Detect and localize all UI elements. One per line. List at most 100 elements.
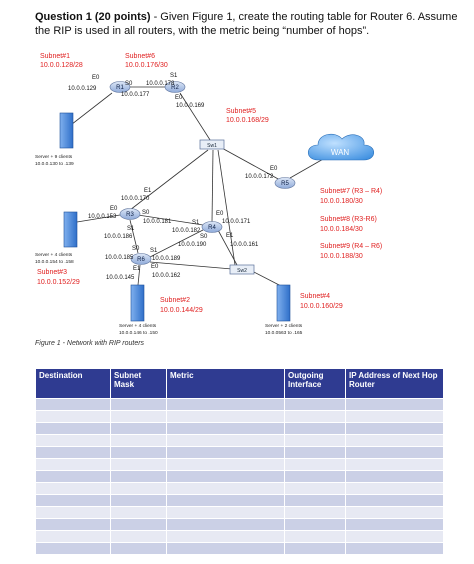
table-cell[interactable] — [166, 530, 285, 543]
link-r5-wan — [289, 157, 326, 179]
table-cell[interactable] — [35, 410, 111, 423]
link-r6-srv2 — [137, 264, 141, 286]
server-2-caption-line-2: 10.0.0.146 to .150 — [119, 330, 158, 336]
table-cell[interactable] — [110, 398, 167, 411]
r3-s1-label: S1 — [127, 226, 135, 232]
table-cell[interactable] — [345, 410, 444, 423]
table-cell[interactable] — [284, 398, 346, 411]
table-cell[interactable] — [345, 494, 444, 507]
table-cell[interactable] — [166, 458, 285, 471]
subnet-7-address: 10.0.0.180/30 — [320, 198, 363, 205]
table-cell[interactable] — [166, 410, 285, 423]
r1-e0-ip: 10.0.0.129 — [68, 86, 97, 92]
table-cell[interactable] — [110, 506, 167, 519]
table-cell[interactable] — [166, 398, 285, 411]
router-icons: R1 R2 R3 R4 R5 R6 — [109, 81, 296, 265]
subnet-3-name: Subnet#3 — [37, 269, 67, 276]
r6-e1-ip: 10.0.0.145 — [106, 275, 135, 281]
table-cell[interactable] — [110, 410, 167, 423]
r6-s1-ip: 10.0.0.189 — [152, 256, 181, 262]
table-cell[interactable] — [110, 470, 167, 483]
table-cell[interactable] — [166, 518, 285, 531]
table-cell[interactable] — [345, 506, 444, 519]
r6-e0-label: E0 — [151, 264, 159, 270]
table-cell[interactable] — [110, 518, 167, 531]
router-r3-icon — [119, 208, 141, 220]
subnet-4-address: 10.0.0.160/29 — [300, 303, 343, 310]
table-cell[interactable] — [345, 470, 444, 483]
table-cell[interactable] — [110, 482, 167, 495]
table-cell[interactable] — [345, 458, 444, 471]
server-3-icon — [63, 211, 78, 248]
table-cell[interactable] — [166, 542, 285, 555]
server-captions: Server + 9 clients 10.0.0.130 to .139 Se… — [35, 154, 303, 336]
wan-cloud-icon: WAN — [307, 133, 375, 161]
r2-e0-ip: 10.0.0.169 — [176, 103, 205, 109]
table-cell[interactable] — [345, 542, 444, 555]
table-cell[interactable] — [345, 518, 444, 531]
table-cell[interactable] — [345, 446, 444, 459]
table-cell[interactable] — [284, 410, 346, 423]
server-1-caption-line-1: Server + 9 clients — [35, 154, 73, 160]
table-cell[interactable] — [35, 494, 111, 507]
table-cell[interactable] — [166, 506, 285, 519]
table-row — [35, 530, 444, 543]
table-cell[interactable] — [284, 494, 346, 507]
table-cell[interactable] — [35, 482, 111, 495]
table-cell[interactable] — [35, 446, 111, 459]
table-cell[interactable] — [110, 422, 167, 435]
router-r3-label: R3 — [126, 212, 134, 218]
table-cell[interactable] — [110, 434, 167, 447]
table-cell[interactable] — [284, 542, 346, 555]
table-cell[interactable] — [284, 434, 346, 447]
table-cell[interactable] — [284, 482, 346, 495]
r1-e0-label: E0 — [92, 75, 100, 81]
link-sw1-sw2 — [217, 149, 236, 266]
table-cell[interactable] — [345, 434, 444, 447]
table-cell[interactable] — [166, 494, 285, 507]
table-cell[interactable] — [345, 530, 444, 543]
table-cell[interactable] — [284, 530, 346, 543]
server-icons — [59, 112, 291, 322]
r1-s0-ip: 10.0.0.177 — [121, 92, 150, 98]
table-cell[interactable] — [166, 422, 285, 435]
interface-labels: E0 10.0.0.129 S0 10.0.0.177 S1 10.0.0.17… — [68, 73, 278, 281]
table-cell[interactable] — [35, 434, 111, 447]
table-cell[interactable] — [110, 542, 167, 555]
table-cell[interactable] — [166, 434, 285, 447]
switch-sw1-icon — [199, 139, 225, 150]
switch-sw1-label: Sw1 — [207, 143, 217, 149]
table-cell[interactable] — [35, 542, 111, 555]
link-r2-sw1 — [179, 92, 213, 144]
table-cell[interactable] — [284, 470, 346, 483]
table-cell[interactable] — [35, 458, 111, 471]
table-cell[interactable] — [284, 506, 346, 519]
table-cell[interactable] — [166, 470, 285, 483]
table-cell[interactable] — [166, 446, 285, 459]
table-cell[interactable] — [345, 422, 444, 435]
table-cell[interactable] — [284, 422, 346, 435]
table-cell[interactable] — [35, 506, 111, 519]
table-cell[interactable] — [110, 494, 167, 507]
header-subnet-mask: Subnet Mask — [110, 368, 167, 399]
table-cell[interactable] — [166, 482, 285, 495]
table-cell[interactable] — [345, 398, 444, 411]
table-cell[interactable] — [284, 518, 346, 531]
table-cell[interactable] — [284, 458, 346, 471]
table-cell[interactable] — [345, 482, 444, 495]
table-cell[interactable] — [35, 470, 111, 483]
table-cell[interactable] — [35, 422, 111, 435]
table-cell[interactable] — [110, 530, 167, 543]
table-row — [35, 446, 444, 459]
table-cell[interactable] — [35, 518, 111, 531]
table-cell[interactable] — [35, 398, 111, 411]
subnet-6-address: 10.0.0.176/30 — [125, 62, 168, 69]
table-cell[interactable] — [110, 446, 167, 459]
table-row — [35, 482, 444, 495]
subnet-9-address: 10.0.0.188/30 — [320, 253, 363, 260]
subnet-8-address: 10.0.0.184/30 — [320, 226, 363, 233]
table-cell[interactable] — [35, 530, 111, 543]
table-cell[interactable] — [110, 458, 167, 471]
subnet-3-address: 10.0.0.152/29 — [37, 279, 80, 286]
table-cell[interactable] — [284, 446, 346, 459]
